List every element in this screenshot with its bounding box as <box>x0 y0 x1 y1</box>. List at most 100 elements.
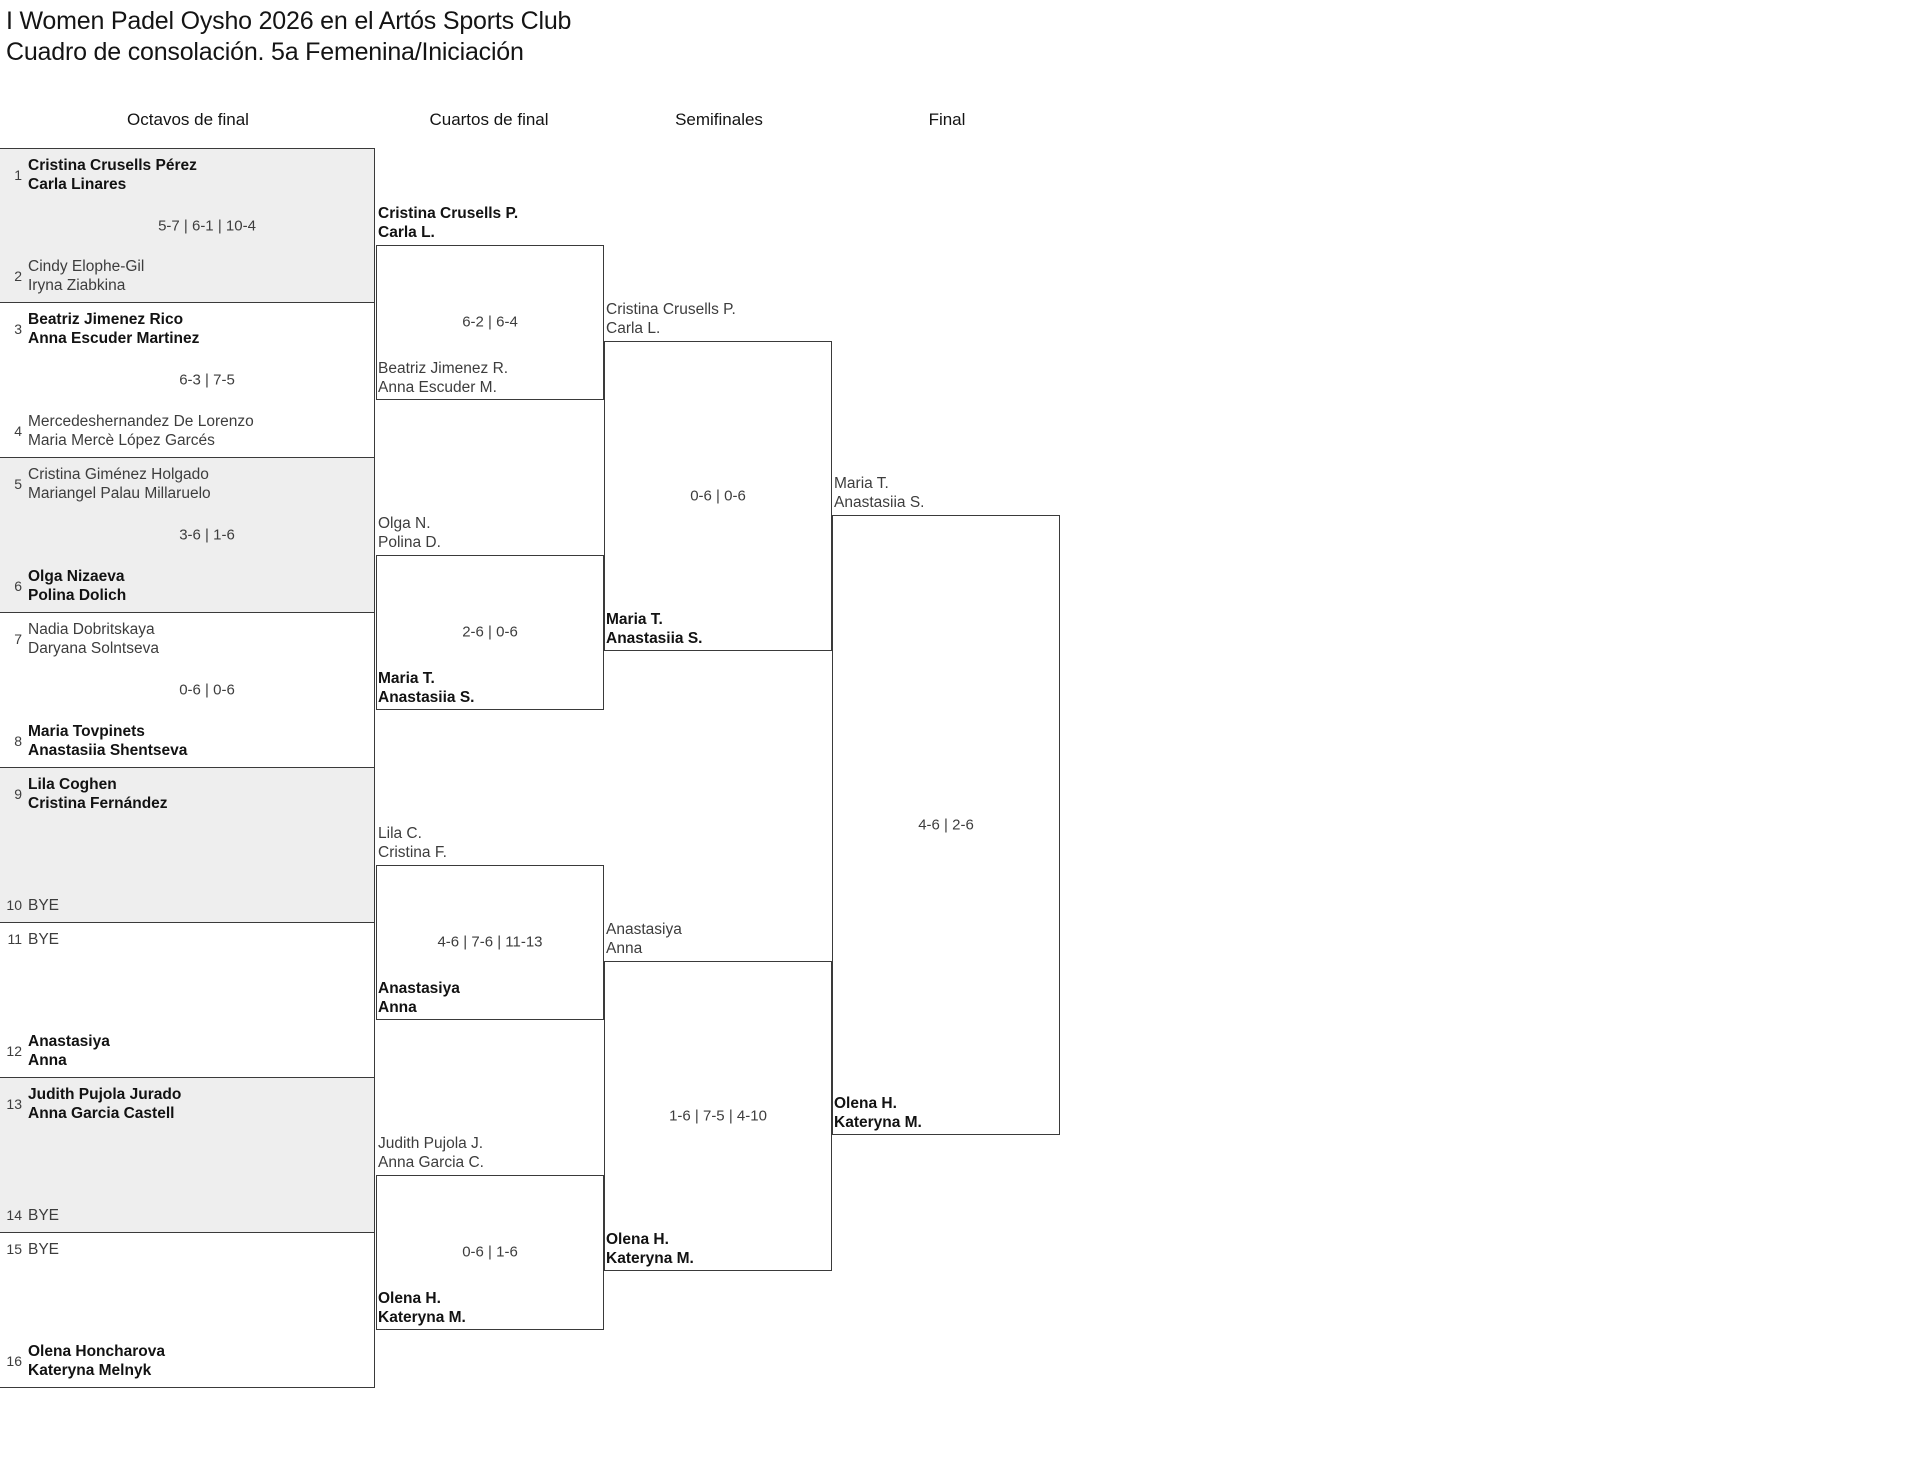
seed-number: 12 <box>6 1043 22 1059</box>
player-name-2: Mariangel Palau Millaruelo <box>28 485 211 502</box>
title-line-1: I Women Padel Oysho 2026 en el Artós Spo… <box>6 7 572 35</box>
bracket-slot[interactable]: Olena H.Kateryna M. <box>378 1289 466 1327</box>
player-name-1: Olga Nizaeva <box>28 568 125 585</box>
player-name-2: Carla L. <box>606 320 661 337</box>
player-name-1: Cristina Crusells Pérez <box>28 157 197 174</box>
round1-entry[interactable]: 15 BYE <box>0 1240 375 1259</box>
player-name-2: Anastasiia S. <box>606 630 703 647</box>
player-name-2: Anna Garcia C. <box>378 1153 484 1171</box>
match-score: 2-6 | 0-6 <box>462 623 518 641</box>
player-name-1: Nadia Dobritskaya <box>28 621 155 638</box>
round1-entry[interactable]: 14 BYE <box>0 1206 375 1225</box>
player-name-1: Maria T. <box>606 611 663 628</box>
player-name-2: Anna <box>606 940 643 957</box>
bracket-slot[interactable]: Olena H.Kateryna M. <box>606 1230 694 1268</box>
player-name-1: Judith Pujola Jurado <box>28 1086 182 1103</box>
bracket-slot[interactable]: Maria T.Anastasiia S. <box>834 474 924 512</box>
seed-number: 1 <box>14 167 22 183</box>
bracket-slot[interactable]: Lila C.Cristina F. <box>378 824 447 862</box>
team-names: BYE <box>28 1206 59 1225</box>
player-name-1: Maria T. <box>378 669 435 687</box>
bracket-slot[interactable]: Olena H.Kateryna M. <box>834 1094 922 1132</box>
seed-number: 13 <box>6 1096 22 1112</box>
seed-number: 7 <box>14 631 22 647</box>
player-name-1: Mercedeshernandez De Lorenzo <box>28 413 254 430</box>
bracket-connector: 1-6 | 7-5 | 4-10 <box>604 961 832 1271</box>
player-name-1: BYE <box>28 1241 60 1258</box>
player-name-2: Anna Escuder Martinez <box>28 330 200 347</box>
player-name-2: Anna <box>28 1052 67 1069</box>
seed-number: 16 <box>6 1353 22 1369</box>
player-name-2: Polina Dolich <box>28 587 127 604</box>
bracket-slot[interactable]: Cristina Crusells P. Carla L. <box>606 300 736 338</box>
player-name-2: Kateryna M. <box>834 1114 922 1131</box>
match-score: 4-6 | 7-6 | 11-13 <box>437 933 543 951</box>
match-score: 1-6 | 7-5 | 4-10 <box>669 1107 767 1125</box>
bracket-connector: 4-6 | 2-6 <box>832 515 1060 1135</box>
player-name-1: BYE <box>28 931 60 948</box>
bracket-slot[interactable]: Cristina Crusells P.Carla L. <box>378 204 518 242</box>
page-title: I Women Padel Oysho 2026 en el Artós Spo… <box>6 6 1206 68</box>
bracket-connector: 6-2 | 6-4 <box>376 244 604 400</box>
player-name-1: Anastasiya <box>378 979 460 997</box>
player-name-2: Cristina F. <box>378 843 447 861</box>
bracket-connector: 0-6 | 0-6 <box>604 341 832 651</box>
player-name-1: Olena Honcharova <box>28 1343 165 1360</box>
seed-number: 14 <box>6 1207 22 1223</box>
player-name-2: Anastasiia S. <box>834 494 925 511</box>
seed-number: 15 <box>6 1241 22 1257</box>
bracket-slot[interactable]: Maria T. Anastasiia S. <box>606 610 703 648</box>
player-name-2: Anna Garcia Castell <box>28 1105 175 1122</box>
player-name-1: Cindy Elophe-Gil <box>28 258 145 275</box>
player-name-1: Maria Tovpinets <box>28 723 145 740</box>
bracket-slot[interactable]: Maria T.Anastasiia S. <box>378 669 475 707</box>
round-header-semifinales: Semifinales <box>675 110 763 129</box>
bracket-slot[interactable]: Beatriz Jimenez R.Anna Escuder M. <box>378 359 508 397</box>
seed-number: 3 <box>14 321 22 337</box>
bracket-slot[interactable]: Judith Pujola J.Anna Garcia C. <box>378 1134 484 1172</box>
round-header-cuartos: Cuartos de final <box>429 110 549 129</box>
player-name-1: Cristina Crusells P. <box>606 301 736 318</box>
player-name-1: Lila Coghen <box>28 776 117 793</box>
match-score: 6-3 | 7-5 <box>179 371 235 389</box>
player-name-1: BYE <box>28 897 60 914</box>
player-name-1: Judith Pujola J. <box>378 1134 484 1152</box>
seed-number: 8 <box>14 733 22 749</box>
bracket-slot[interactable]: Olga N.Polina D. <box>378 514 441 552</box>
player-name-1: Cristina Crusells P. <box>378 204 519 222</box>
bracket-connector: 2-6 | 0-6 <box>376 554 604 710</box>
player-name-2: Kateryna M. <box>606 1250 694 1267</box>
player-name-1: Beatriz Jimenez R. <box>378 359 509 377</box>
